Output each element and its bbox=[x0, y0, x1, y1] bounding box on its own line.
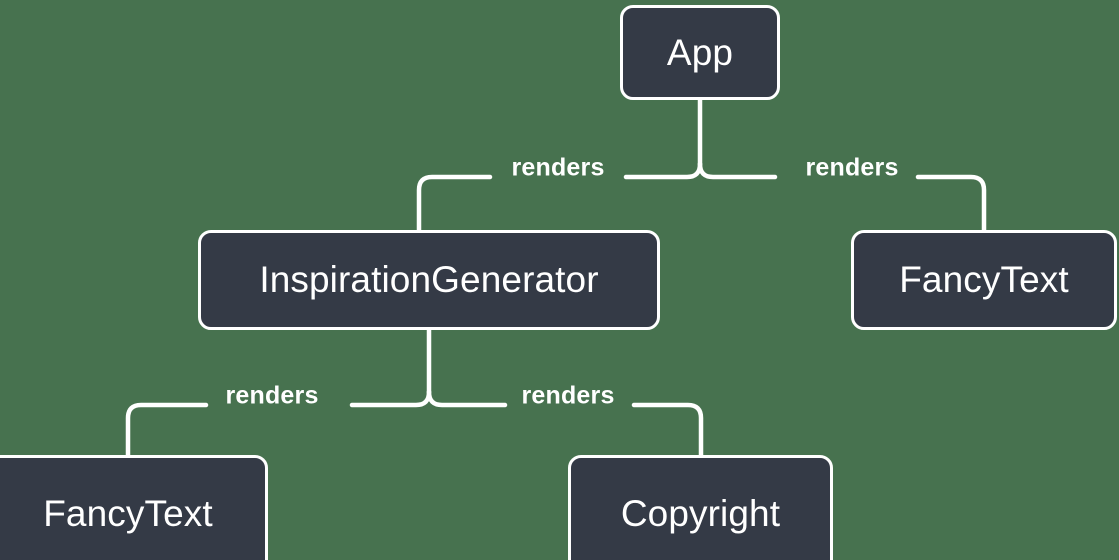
node-fancytext-left[interactable]: FancyText bbox=[0, 455, 268, 560]
node-fancytext-right[interactable]: FancyText bbox=[851, 230, 1117, 330]
node-inspiration-generator[interactable]: InspirationGenerator bbox=[198, 230, 660, 330]
edge-inspgen-to-fancytext-left bbox=[125, 402, 209, 458]
edge-label-inspgen-fancytext: renders bbox=[225, 381, 319, 410]
edge-app-to-inspgen bbox=[416, 174, 493, 233]
edge-label-inspgen-copyright: renders bbox=[521, 381, 615, 410]
edge-app-junction-left bbox=[623, 161, 703, 180]
edge-app-to-fancytext-right bbox=[915, 174, 987, 233]
node-copyright[interactable]: Copyright bbox=[568, 455, 833, 560]
edge-inspgen-to-copyright bbox=[631, 402, 704, 458]
edge-app-junction-right bbox=[697, 161, 778, 180]
edge-label-app-inspgen: renders bbox=[511, 153, 605, 182]
edge-inspgen-junction-right bbox=[426, 389, 508, 408]
edge-inspgen-junction-left bbox=[349, 389, 432, 408]
edge-label-app-fancytext: renders bbox=[805, 153, 899, 182]
node-app[interactable]: App bbox=[620, 5, 780, 100]
